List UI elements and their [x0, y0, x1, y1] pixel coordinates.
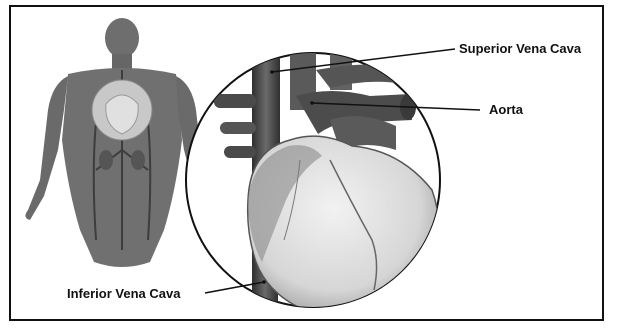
- human-body-silhouette: [25, 18, 213, 267]
- aorta-label: Aorta: [489, 102, 523, 117]
- superior-vena-cava-label: Superior Vena Cava: [459, 41, 581, 56]
- magnified-heart-view: [186, 40, 440, 320]
- inferior-vena-cava-label: Inferior Vena Cava: [67, 286, 180, 301]
